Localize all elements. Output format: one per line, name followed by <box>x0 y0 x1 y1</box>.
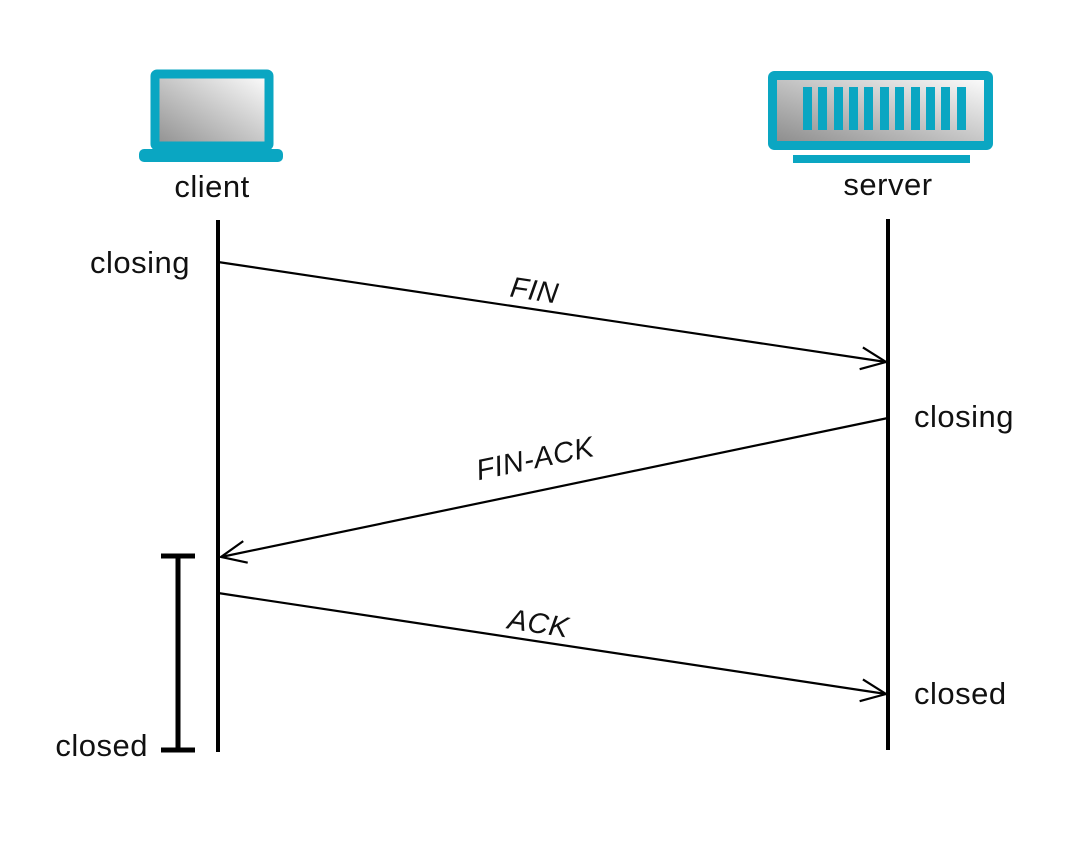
state-label-server-closed: closed <box>914 676 1007 711</box>
state-label-client-closed: closed <box>55 728 148 763</box>
server-icon <box>768 71 993 163</box>
actor-label-server: server <box>843 167 932 202</box>
server-vents <box>803 87 966 130</box>
message-label-fin-ack: FIN-ACK <box>473 431 598 487</box>
arrow-fin-ack <box>218 416 889 564</box>
arrow-ack <box>217 591 889 703</box>
server-base-bar <box>793 155 970 163</box>
message-label-fin: FIN <box>508 272 560 311</box>
wait-interval-bracket <box>161 553 195 753</box>
laptop-icon <box>139 69 283 162</box>
state-label-server-closing: closing <box>914 399 1014 434</box>
laptop-base <box>139 149 283 162</box>
arrow-fin <box>217 260 889 371</box>
state-label-client-closing: closing <box>90 245 190 280</box>
laptop-screen <box>150 69 274 151</box>
actor-label-client: client <box>174 169 249 204</box>
